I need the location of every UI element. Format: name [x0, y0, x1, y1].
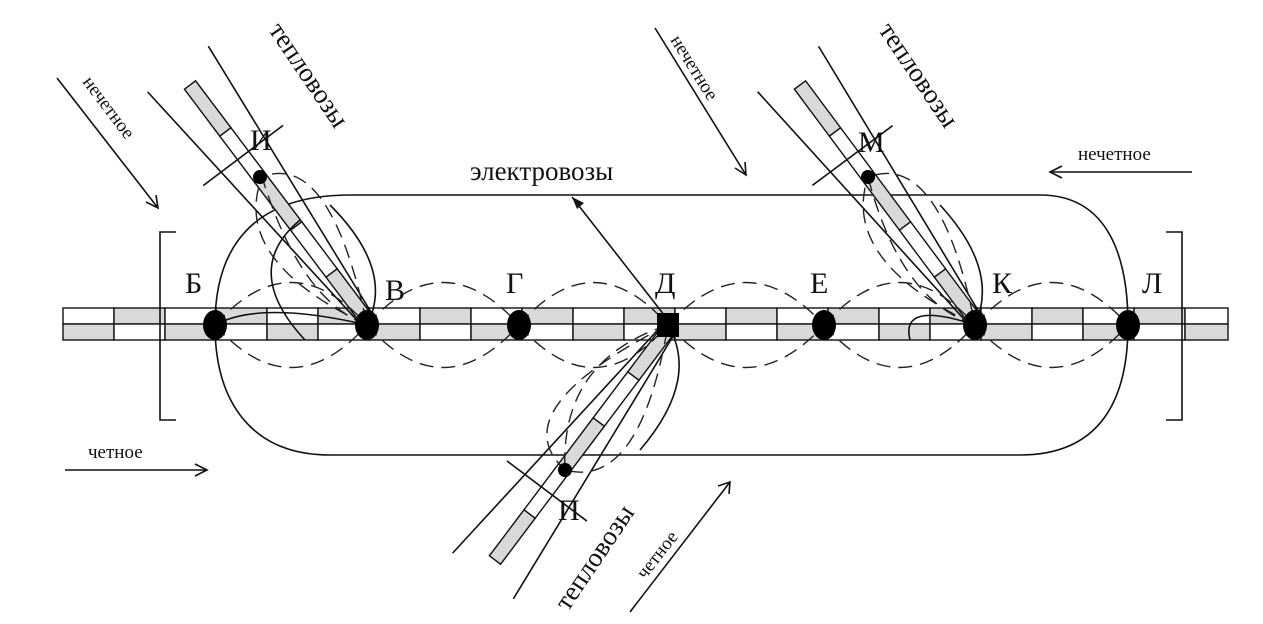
branch-right: [756, 45, 982, 326]
main-track: [62, 307, 1229, 341]
track-cell: [980, 323, 1033, 341]
branch-track-cell: [592, 370, 640, 428]
track-cell: [266, 307, 319, 325]
branch-boundary-line: [756, 91, 970, 326]
track-cell: [572, 323, 625, 341]
track-cell: [1184, 323, 1229, 341]
even-bottom-label: четное: [632, 527, 682, 583]
track-cell: [674, 307, 727, 325]
dashed-loop-right: [867, 172, 976, 326]
track-cell: [878, 323, 931, 341]
dashed-route: [974, 324, 1129, 369]
station-node: [355, 310, 379, 340]
station-node-small: [558, 463, 572, 477]
electric-label: электровозы: [470, 156, 613, 186]
even-bottom-arrow: четное: [629, 480, 731, 613]
diesel-left-label: тепловозы: [263, 17, 355, 133]
odd-mid-arrow: нечетное: [654, 27, 747, 177]
diesel-loop-bottom: [639, 324, 680, 451]
odd-left-arrow: нечетное: [56, 72, 160, 210]
branch-boundary-line: [817, 45, 982, 316]
dashed-route: [667, 324, 825, 369]
branches: [147, 45, 982, 600]
dashed-route: [518, 281, 669, 326]
track-cell: [62, 323, 115, 341]
nodes: [203, 170, 1140, 477]
dashed-loop-left: [255, 176, 368, 326]
branch-boundary-line: [512, 334, 675, 600]
odd-right-arrow: нечетное: [1048, 144, 1192, 179]
dashed-route: [214, 281, 368, 326]
dashed-route: [974, 281, 1129, 326]
branch-track-cell: [488, 508, 537, 566]
track-cell: [1184, 307, 1229, 325]
station-node: [812, 310, 836, 340]
dashed-routes: [214, 172, 1129, 473]
dashed-route: [518, 324, 669, 369]
station-label-g: Г: [506, 267, 523, 300]
odd-mid-label: нечетное: [666, 32, 722, 105]
branch-track-cell: [183, 79, 232, 138]
branch-boundary-line: [147, 91, 362, 326]
odd-left-label: нечетное: [78, 72, 139, 143]
track-cell: [1031, 323, 1084, 341]
electric-arrow-line: [571, 196, 669, 321]
track-cell: [674, 323, 727, 341]
branch-boundary-line: [207, 45, 374, 316]
dashed-route: [366, 281, 520, 326]
track-cell: [113, 307, 166, 325]
even-left-arrow: четное: [65, 442, 209, 477]
station-label-l: Л: [1142, 267, 1162, 300]
station-label-k: К: [992, 267, 1013, 300]
dashed-route: [823, 281, 976, 326]
station-node: [963, 310, 987, 340]
odd-right-label: нечетное: [1078, 144, 1151, 165]
right-bracket: [1166, 231, 1183, 421]
branch-left: [147, 45, 374, 326]
branch-bracket: [506, 460, 588, 522]
station-label-v: В: [385, 274, 405, 307]
station-label-m: М: [858, 126, 885, 159]
branch-track-cell: [289, 220, 339, 279]
station-node-small: [861, 170, 875, 184]
dashed-route: [214, 324, 368, 369]
station-node-square: [657, 313, 679, 337]
track-cell: [62, 307, 115, 325]
left-bracket: [159, 231, 176, 421]
track-cell: [1031, 307, 1084, 325]
track-cell: [725, 323, 778, 341]
branch-track-cell: [793, 79, 842, 138]
branch-bracket: [811, 124, 894, 187]
track-cell: [1133, 307, 1186, 325]
even-left-label: четное: [88, 442, 143, 463]
station-node: [1116, 310, 1140, 340]
electric-arrow-head: [572, 197, 584, 209]
branch-bottom: [452, 324, 675, 600]
station-label-d: Д: [655, 267, 675, 300]
track-cell: [419, 323, 472, 341]
track-cell: [725, 307, 778, 325]
station-label-i: И: [250, 124, 272, 157]
station-node: [507, 310, 531, 340]
dashed-route: [667, 281, 825, 326]
station-label-p: П: [558, 494, 580, 527]
track-cell: [419, 307, 472, 325]
branch-boundary-line: [452, 324, 663, 554]
track-cell: [1133, 323, 1186, 341]
station-node: [203, 310, 227, 340]
dashed-route: [823, 324, 976, 369]
dashed-loop-right: [862, 176, 976, 326]
station-node-small: [253, 170, 267, 184]
track-cell: [572, 307, 625, 325]
station-label-b: Б: [185, 267, 202, 300]
diesel-right-label: тепловозы: [873, 17, 965, 133]
branch-bracket: [202, 124, 284, 187]
dashed-route: [366, 324, 520, 369]
track-cell: [113, 323, 166, 341]
track-cell: [980, 307, 1033, 325]
dashed-loop-bottom: [546, 324, 669, 471]
station-label-e: Е: [810, 267, 828, 300]
